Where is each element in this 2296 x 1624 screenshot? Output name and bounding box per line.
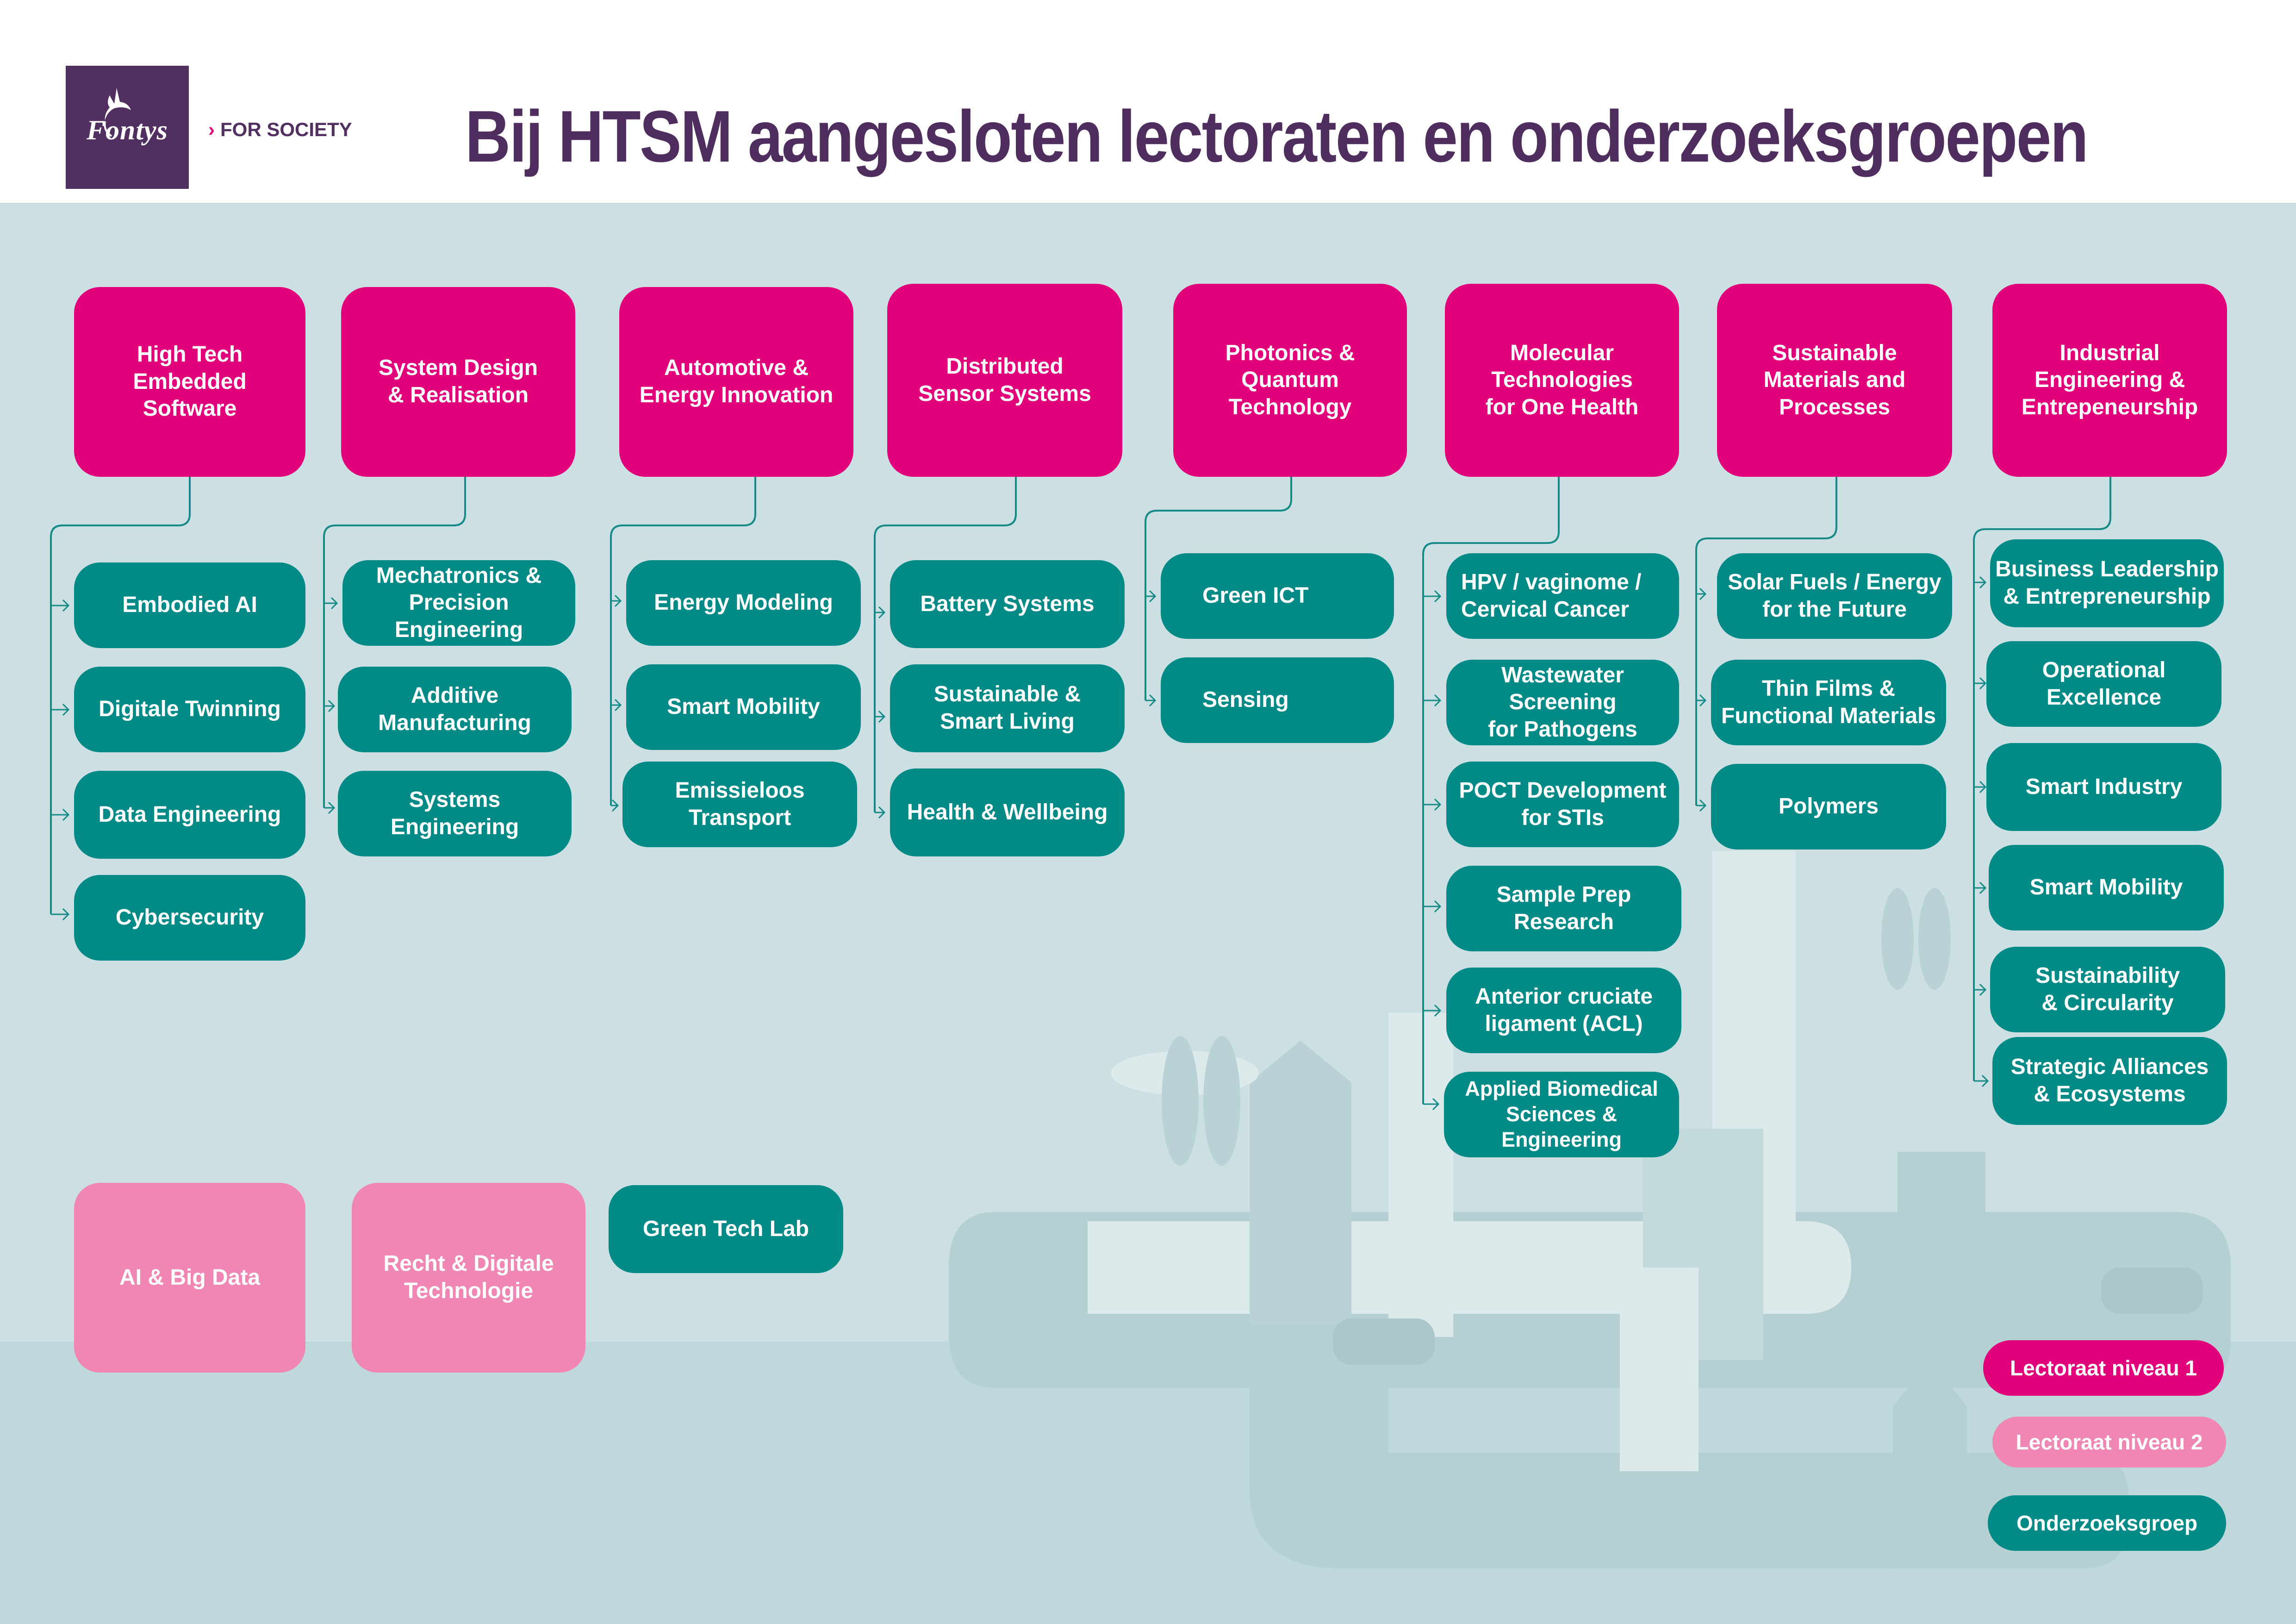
legend-onderzoeksgroep: Onderzoeksgroep xyxy=(1988,1495,2226,1551)
group-green-ict[interactable]: Green ICT xyxy=(1161,553,1394,639)
lectorate-distributed-sensor-systems[interactable]: Distributed Sensor Systems xyxy=(887,284,1122,477)
group-polymers[interactable]: Polymers xyxy=(1711,764,1946,849)
fontys-bird-icon xyxy=(104,88,131,137)
tagline-text: FOR SOCIETY xyxy=(220,119,352,140)
group-applied-biomedical-sciences[interactable]: Applied Biomedical Sciences & Engineerin… xyxy=(1444,1072,1679,1157)
group-additive-manufacturing[interactable]: Additive Manufacturing xyxy=(338,667,572,752)
lectorate-system-design-realisation[interactable]: System Design & Realisation xyxy=(341,287,575,477)
group-thin-films[interactable]: Thin Films & Functional Materials xyxy=(1711,660,1946,745)
lectorate-high-tech-embedded-software[interactable]: High Tech Embedded Software xyxy=(74,287,305,477)
lectorate-photonics-quantum-technology[interactable]: Photonics & Quantum Technology xyxy=(1173,284,1407,477)
group-sustainable-smart-living[interactable]: Sustainable & Smart Living xyxy=(890,664,1125,752)
lectorate-ai-big-data[interactable]: AI & Big Data xyxy=(74,1183,305,1373)
group-operational-excellence[interactable]: Operational Excellence xyxy=(1986,641,2221,727)
group-sustainability-circularity[interactable]: Sustainability & Circularity xyxy=(1990,947,2225,1032)
group-wastewater-screening[interactable]: Wastewater Screening for Pathogens xyxy=(1446,660,1679,745)
group-systems-engineering[interactable]: Systems Engineering xyxy=(338,771,572,856)
group-digitale-twinning[interactable]: Digitale Twinning xyxy=(74,667,305,752)
group-battery-systems[interactable]: Battery Systems xyxy=(890,560,1125,648)
group-emissieloos-transport[interactable]: Emissieloos Transport xyxy=(622,762,857,847)
header: Fontys ›FOR SOCIETY Bij HTSM aangesloten… xyxy=(0,0,2296,203)
group-cybersecurity[interactable]: Cybersecurity xyxy=(74,875,305,961)
legend-lectoraat-niveau-1: Lectoraat niveau 1 xyxy=(1983,1340,2224,1396)
lectorate-recht-digitale-technologie[interactable]: Recht & Digitale Technologie xyxy=(352,1183,585,1373)
city-background-illustration xyxy=(0,851,2296,1624)
group-health-wellbeing[interactable]: Health & Wellbeing xyxy=(890,768,1125,856)
group-strategic-alliances-ecosystems[interactable]: Strategic Alliances & Ecosystems xyxy=(1992,1037,2227,1125)
diagram-canvas: High Tech Embedded Software System Desig… xyxy=(0,203,2296,1624)
group-solar-fuels[interactable]: Solar Fuels / Energy for the Future xyxy=(1717,553,1952,639)
legend-lectoraat-niveau-2: Lectoraat niveau 2 xyxy=(1992,1417,2226,1468)
group-sample-prep-research[interactable]: Sample Prep Research xyxy=(1446,866,1681,951)
group-sensing[interactable]: Sensing xyxy=(1161,657,1394,743)
group-smart-mobility-iee[interactable]: Smart Mobility xyxy=(1989,845,2224,931)
group-data-engineering[interactable]: Data Engineering xyxy=(74,771,305,859)
group-anterior-cruciate-ligament[interactable]: Anterior cruciate ligament (ACL) xyxy=(1446,968,1681,1053)
group-mechatronics-precision-engineering[interactable]: Mechatronics & Precision Engineering xyxy=(342,560,575,646)
group-business-leadership-entrepreneurship[interactable]: Business Leadership & Entrepreneurship xyxy=(1990,539,2224,627)
tagline: ›FOR SOCIETY xyxy=(208,119,352,141)
lectorate-molecular-technologies-one-health[interactable]: Molecular Technologies for One Health xyxy=(1445,284,1679,477)
group-smart-industry[interactable]: Smart Industry xyxy=(1986,743,2221,831)
group-hpv-vaginome-cervical-cancer[interactable]: HPV / vaginome / Cervical Cancer xyxy=(1446,553,1679,639)
fontys-logo[interactable]: Fontys xyxy=(66,66,189,189)
group-poct-development[interactable]: POCT Development for STIs xyxy=(1446,762,1679,847)
group-green-tech-lab[interactable]: Green Tech Lab xyxy=(609,1185,843,1273)
lectorate-sustainable-materials-processes[interactable]: Sustainable Materials and Processes xyxy=(1717,284,1952,477)
group-energy-modeling[interactable]: Energy Modeling xyxy=(626,560,861,646)
logo-wordmark: Fontys xyxy=(86,115,168,145)
group-embodied-ai[interactable]: Embodied AI xyxy=(74,562,305,648)
lectorate-industrial-engineering-entrepeneurship[interactable]: Industrial Engineering & Entrepeneurship xyxy=(1992,284,2227,477)
lectorate-automotive-energy-innovation[interactable]: Automotive & Energy Innovation xyxy=(619,287,853,477)
chevron-right-icon: › xyxy=(208,119,215,140)
page-title: Bij HTSM aangesloten lectoraten en onder… xyxy=(465,96,2089,177)
group-smart-mobility-aei[interactable]: Smart Mobility xyxy=(626,664,861,750)
